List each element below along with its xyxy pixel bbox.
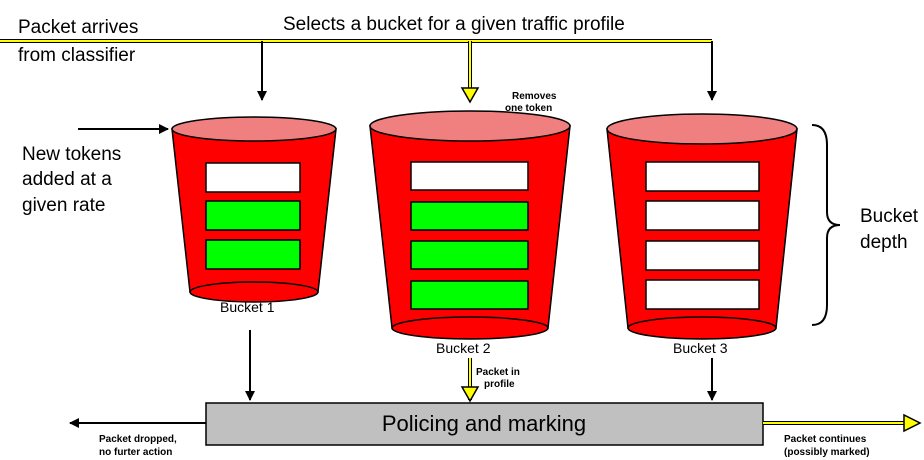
policing-and-marking-label: Policing and marking xyxy=(382,411,586,436)
continues-label-1: Packet continues xyxy=(784,434,867,445)
continues-arrow xyxy=(763,413,922,433)
bucket-2 xyxy=(369,110,571,340)
token-slot-empty xyxy=(205,162,301,193)
new-tokens-label-1: New tokens xyxy=(22,144,121,165)
token-slot-empty xyxy=(645,161,760,192)
bucket-2-label: Bucket 2 xyxy=(436,340,491,356)
dropped-label-2: no furter action xyxy=(99,447,172,458)
new-tokens-label-2: added at a xyxy=(22,169,112,190)
continues-label-2: (possibly marked) xyxy=(784,447,870,458)
token-slot-full xyxy=(410,280,529,310)
bucket-bottom xyxy=(391,316,549,340)
bucket-rim xyxy=(171,116,337,142)
bucket-depth-label-1: Bucket xyxy=(860,206,919,227)
bucket-3-label: Bucket 3 xyxy=(673,340,728,356)
packet-in-profile-label-2: profile xyxy=(484,379,515,390)
token-slot-empty xyxy=(645,279,760,310)
selects-bucket-label: Selects a bucket for a given traffic pro… xyxy=(283,14,625,35)
bucket-depth-label-2: depth xyxy=(860,232,908,253)
removes-token-label-2: one token xyxy=(505,103,552,114)
bucket-bottom xyxy=(189,281,319,303)
token-slot-empty xyxy=(645,200,760,231)
token-slot-empty xyxy=(410,161,529,191)
packet-arrives-label-1: Packet arrives xyxy=(18,17,138,38)
dropped-label-1: Packet dropped, xyxy=(99,434,177,445)
new-tokens-label-3: given rate xyxy=(22,195,105,216)
bucket-1-label: Bucket 1 xyxy=(220,299,275,315)
bucket-bottom xyxy=(627,316,777,340)
removes-token-label-1: Removes xyxy=(512,91,557,102)
packet-arrives-label-2: from classifier xyxy=(18,45,136,66)
policing-and-marking-box xyxy=(205,402,764,446)
token-slot-full xyxy=(205,200,301,231)
token-slot-full xyxy=(410,240,529,270)
bucket-1 xyxy=(171,116,337,303)
token-slot-full xyxy=(410,201,529,231)
bucket-rim xyxy=(606,113,798,145)
arrow-to-bucket-2 xyxy=(460,41,480,104)
packet-in-profile-label-1: Packet in xyxy=(476,367,520,378)
bucket-depth-brace xyxy=(811,124,841,326)
bucket-rim xyxy=(369,110,571,142)
bucket-3 xyxy=(606,113,798,340)
token-slot-full xyxy=(205,239,301,270)
arrow-bucket-2-to-policing xyxy=(460,358,480,403)
token-slot-empty xyxy=(645,240,760,271)
